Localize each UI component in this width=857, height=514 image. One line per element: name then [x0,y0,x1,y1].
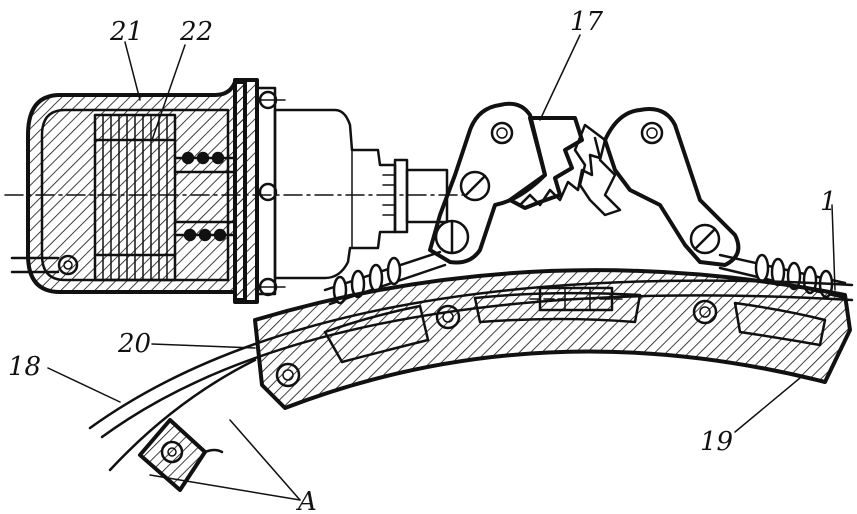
label-22: 22 [179,17,213,47]
label-A: A [296,487,317,514]
leader-lines [47,34,836,501]
gearbox-housing [273,108,449,280]
motor-winding [93,113,177,282]
label-19: 19 [700,427,733,457]
lever-arm-left [428,101,547,265]
lever-arm-right [603,107,741,267]
label-17: 17 [570,7,604,37]
terminal-screw [10,254,79,276]
label-1: 1 [820,187,837,217]
gear-sector [508,116,622,217]
label-18: 18 [8,352,41,382]
motor-flange [233,78,286,304]
label-21: 21 [109,17,143,47]
label-20: 20 [117,329,151,359]
motor-spring [173,151,237,242]
brake-band [88,279,854,472]
part-labels: 21 22 17 1 20 18 19 A [8,7,837,514]
